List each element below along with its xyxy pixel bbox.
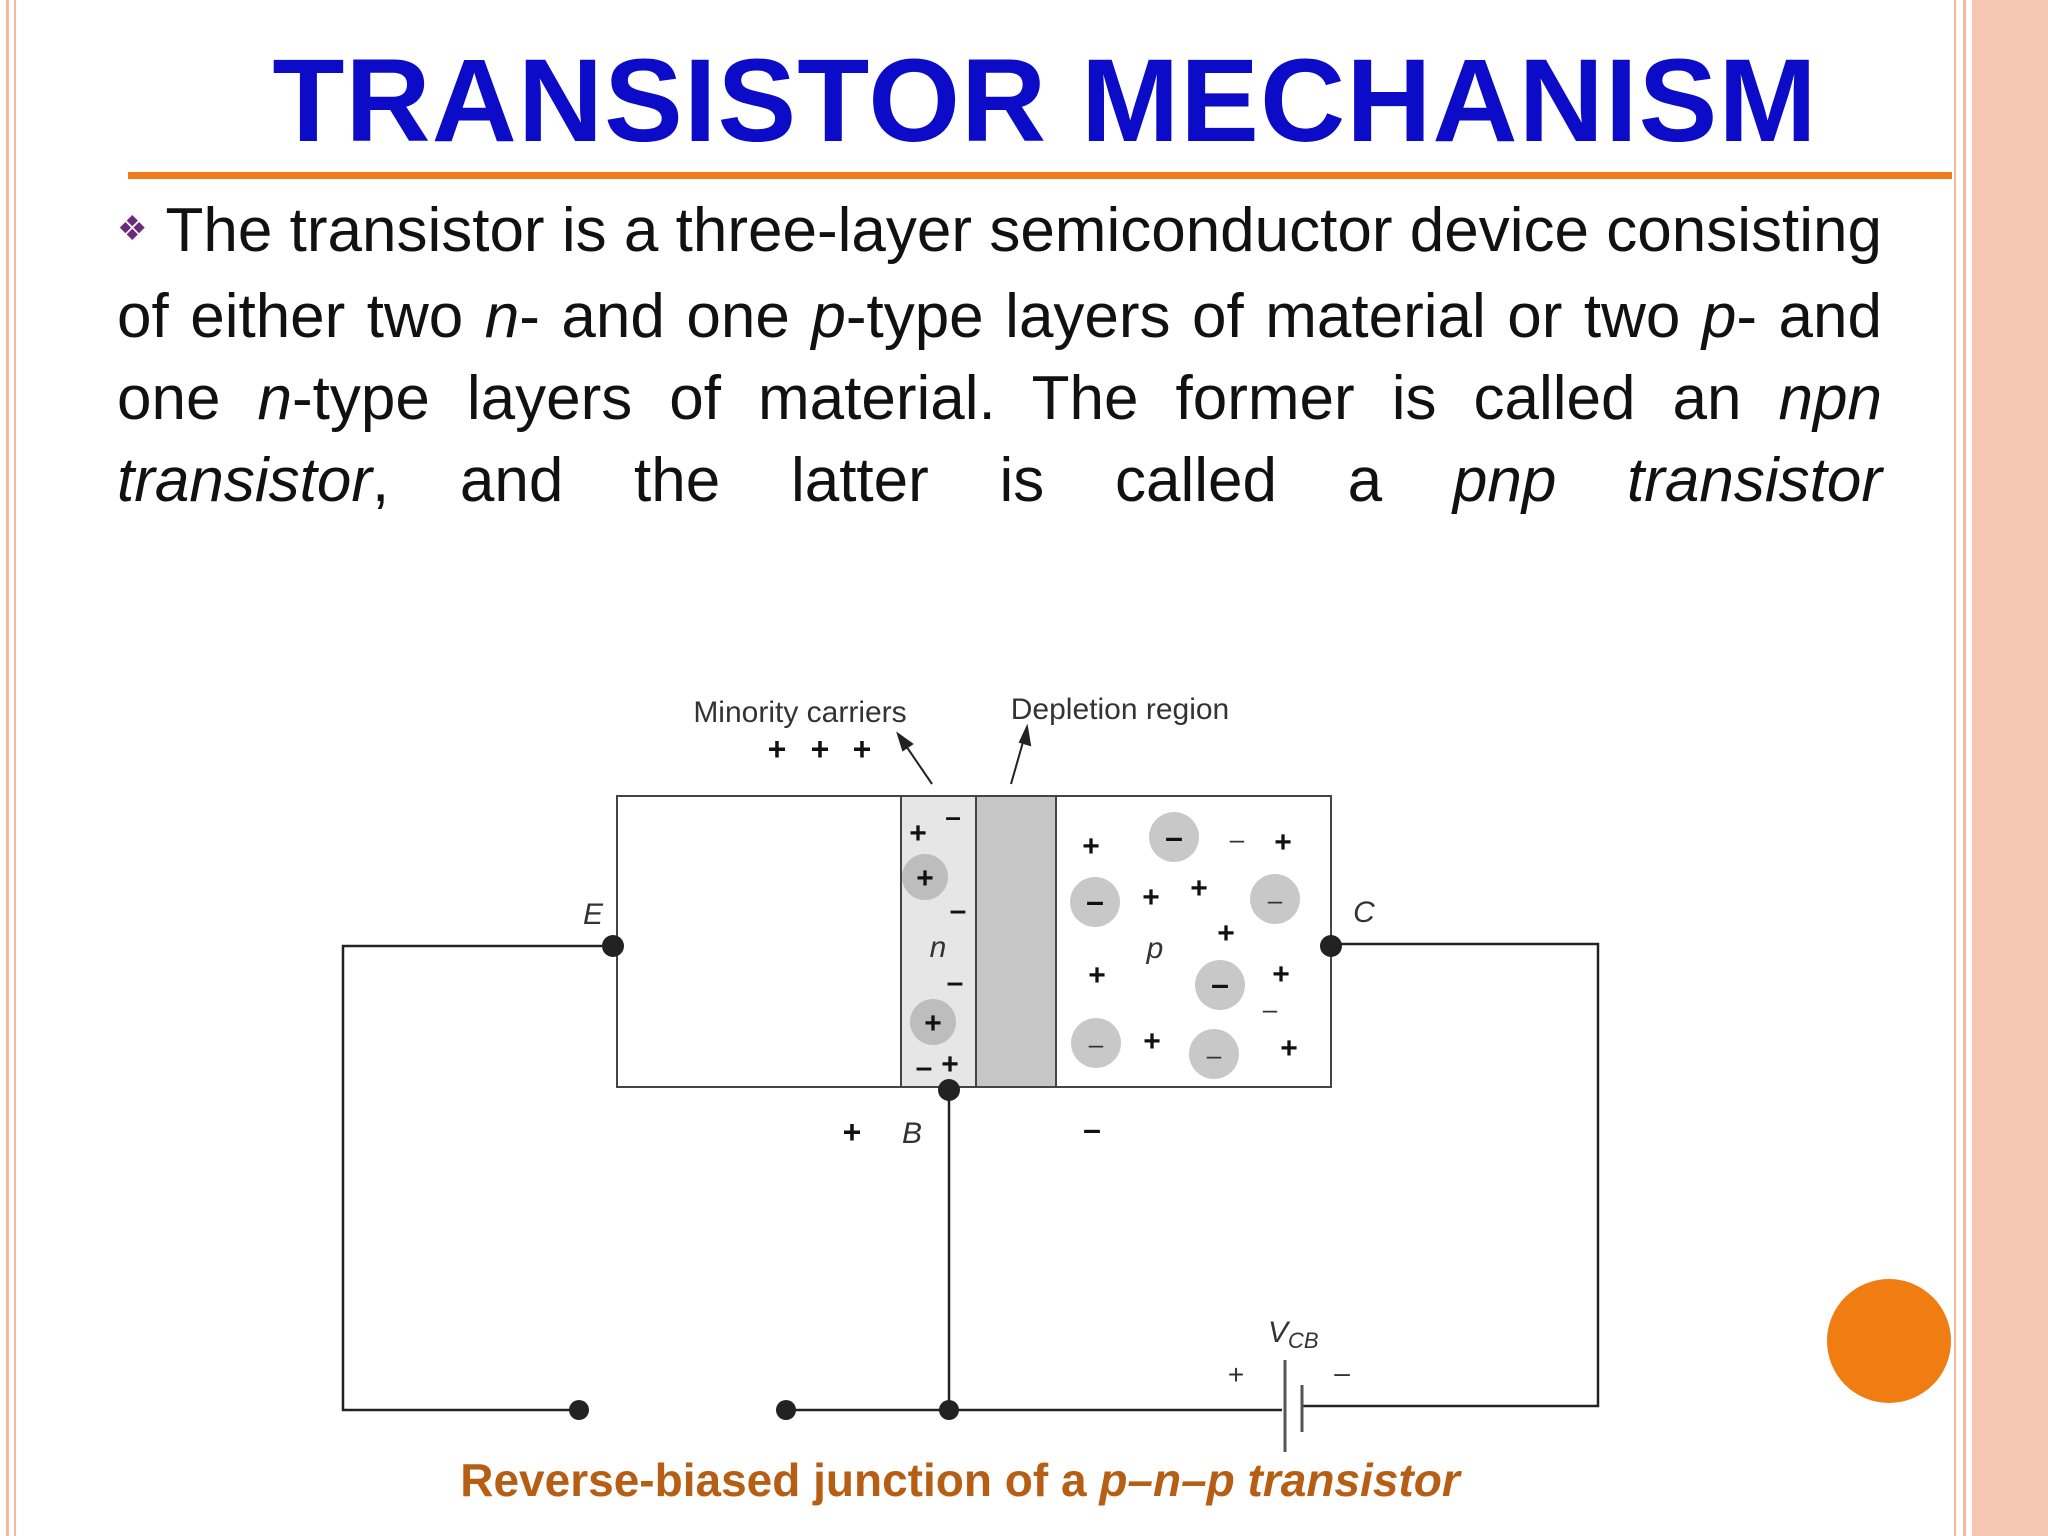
depletion-region-label: Depletion region [1011, 693, 1229, 726]
body-text-segment: , and the latter is called a [371, 445, 1453, 515]
collector-label: C [1353, 896, 1375, 929]
p-region-label: p [1146, 932, 1164, 965]
base-label: B [902, 1117, 922, 1150]
base-junction-node [939, 1400, 959, 1420]
right-border-band [1972, 0, 2048, 1536]
svg-text:–: – [1230, 824, 1245, 854]
left-border-line [6, 0, 9, 1536]
svg-text:+: + [924, 1007, 942, 1040]
svg-text:–: – [1207, 1040, 1222, 1070]
svg-text:+: + [1143, 1025, 1161, 1058]
svg-text:–: – [1268, 885, 1283, 915]
p-region-carriers: + – – + – + + – + + – + – – + – + [1070, 812, 1300, 1079]
minority-plus: + [811, 731, 830, 767]
open-terminal-left [569, 1400, 589, 1420]
battery-vcb [1283, 1360, 1304, 1452]
body-italic-term: n [257, 363, 292, 433]
svg-text:+: + [1274, 826, 1292, 859]
body-text-segment: The transistor is a three-layer semicond… [117, 196, 1882, 351]
svg-text:+: + [1280, 1032, 1298, 1065]
pointer-arrows [896, 723, 1032, 785]
battery-minus-sign: – [1334, 1357, 1350, 1388]
base-minus-sign: – [1083, 1111, 1101, 1147]
battery-plus-sign: + [1228, 1359, 1244, 1390]
title-underline [128, 172, 1952, 179]
svg-text:+: + [1082, 830, 1100, 863]
open-terminal-right [776, 1400, 796, 1420]
right-border-line-inner [1954, 0, 1956, 1536]
svg-text:–: – [1211, 966, 1229, 1002]
svg-text:–: – [916, 1051, 933, 1084]
emitter-label: E [583, 898, 604, 931]
minority-plus: + [768, 731, 787, 767]
svg-text:+: + [1142, 881, 1160, 914]
left-border-line-inner [14, 0, 16, 1536]
body-text-content: The transistor is a three-layer semicond… [117, 196, 1882, 515]
body-text-segment: -type layers of material or two [845, 281, 1702, 351]
svg-text:+: + [1190, 872, 1208, 905]
right-border-line [1963, 0, 1966, 1536]
slide-title: TRANSISTOR MECHANISM [272, 35, 1818, 167]
minority-carriers-label: Minority carriers [693, 696, 906, 729]
depletion-region [975, 795, 1057, 1088]
body-paragraph: ❖The transistor is a three-layer semicon… [117, 190, 1882, 522]
vcb-label: VCB [1268, 1316, 1319, 1353]
body-text-segment: -type layers of material. The former is … [291, 363, 1779, 433]
svg-text:+: + [1272, 958, 1290, 991]
emitter-region [616, 795, 902, 1088]
svg-text:–: – [1089, 1029, 1104, 1059]
collector-terminal [1320, 935, 1342, 957]
body-text-segment: - and one [117, 281, 1882, 433]
emitter-terminal [602, 935, 624, 957]
body-italic-term: p [1701, 281, 1737, 351]
svg-text:+: + [909, 817, 927, 850]
caption-prefix: Reverse-biased junction of a [460, 1454, 1100, 1506]
body-italic-term: n [484, 281, 520, 351]
svg-text:–: – [945, 801, 961, 832]
decorative-orange-circle [1827, 1279, 1951, 1403]
diagram-caption: Reverse-biased junction of a p–n–p trans… [300, 1452, 1620, 1508]
svg-text:+: + [1217, 917, 1235, 950]
circuit-wires [341, 942, 1600, 1412]
base-terminal [938, 1079, 960, 1101]
svg-text:+: + [916, 862, 934, 895]
diamond-bullet-icon: ❖ [117, 209, 148, 248]
svg-text:–: – [1165, 819, 1183, 855]
caption-italic-term: p–n–p transistor [1099, 1454, 1460, 1506]
svg-text:–: – [950, 894, 967, 927]
svg-text:–: – [1086, 883, 1104, 919]
svg-text:+: + [1088, 959, 1106, 992]
n-region-carriers: + – + – – + – + [902, 801, 966, 1084]
svg-text:+: + [941, 1048, 959, 1081]
n-region-label: n [930, 931, 947, 964]
body-italic-term: pnp transistor [1452, 445, 1882, 515]
svg-text:–: – [947, 966, 964, 999]
svg-text:–: – [1263, 994, 1278, 1024]
minority-plus: + [853, 731, 872, 767]
body-text-segment: - and one [519, 281, 812, 351]
body-italic-term: p [811, 281, 846, 351]
base-plus-sign: + [843, 1114, 862, 1150]
body-italic-term: npn transistor [117, 363, 1882, 515]
